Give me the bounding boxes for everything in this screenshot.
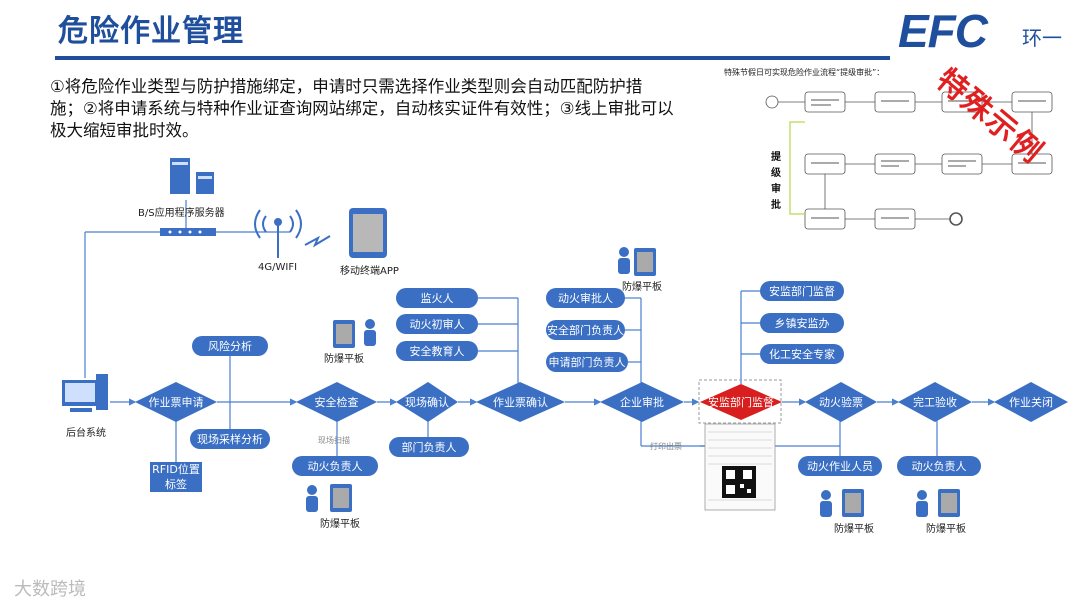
print-label: 打印出票 <box>650 442 682 451</box>
diamond-close <box>994 382 1068 422</box>
wireless-signal-icon <box>304 235 331 248</box>
person-tablet-icon-2 <box>618 247 656 276</box>
diamond-ticket-confirm <box>476 382 565 422</box>
desktop-icon <box>62 374 108 412</box>
fire-lead-node-2[interactable]: 动火负责人 <box>897 456 981 476</box>
person-tablet-icon-5 <box>916 489 960 517</box>
safety-dept-lead-node[interactable]: 安全部门负责人 <box>546 320 625 340</box>
fire-lead-node-1[interactable]: 动火负责人 <box>292 456 378 476</box>
side-char: 提 <box>771 152 781 163</box>
server-icon <box>170 158 214 194</box>
fire-worker-node[interactable]: 动火作业人员 <box>798 456 882 476</box>
description-text: ①将危险作业类型与防护措施绑定，申请时只需选择作业类型则会自动匹配防护措施；②将… <box>50 77 674 140</box>
antenna-icon <box>254 209 302 258</box>
scan-label: 现场扫描 <box>318 436 350 445</box>
title-divider <box>55 56 890 60</box>
person-tablet-icon-3 <box>306 484 352 512</box>
sampling-analysis-node[interactable]: 现场采样分析 <box>190 429 270 449</box>
work-ticket-document <box>704 423 776 511</box>
chemical-expert-node[interactable]: 化工安全专家 <box>760 344 844 364</box>
diamond-fire-inspect <box>805 382 877 422</box>
mobile-app-label: 移动终端APP <box>340 266 399 277</box>
diamond-site-confirm <box>396 382 458 422</box>
diamond-safety-check <box>296 382 377 422</box>
side-char: 批 <box>771 200 781 211</box>
step-close[interactable]: 作业关闭 <box>1009 396 1053 409</box>
server-label: B/S应用程序服务器 <box>138 208 225 219</box>
fire-approver-node[interactable]: 动火审批人 <box>546 288 625 308</box>
inset-title: 特殊节假日可实现危险作业流程“提级审批”： <box>724 68 885 77</box>
step-safety-check[interactable]: 安全检查 <box>314 396 359 409</box>
diamond-completion <box>898 382 972 422</box>
diamond-safety-supervision <box>700 384 782 420</box>
safety-educator-node[interactable]: 安全教育人 <box>396 341 478 361</box>
page-title: 危险作业管理 <box>58 14 244 49</box>
tablet-label-4: 防爆平板 <box>834 524 874 535</box>
fire-initial-reviewer-node[interactable]: 动火初审人 <box>396 314 478 334</box>
apply-dept-lead-node[interactable]: 申请部门负责人 <box>546 352 628 372</box>
safety-supervision-dept-node[interactable]: 安监部门监督 <box>760 281 844 301</box>
logo-subtext: 环一 <box>1022 26 1062 50</box>
tablet-icon <box>349 208 387 258</box>
tablet-label-3: 防爆平板 <box>320 519 360 530</box>
step-enterprise-approve[interactable]: 企业审批 <box>620 396 664 409</box>
step-site-confirm[interactable]: 现场确认 <box>405 396 449 409</box>
side-char: 审 <box>771 184 781 195</box>
escalation-side-label: 提 级 审 批 <box>771 150 783 214</box>
town-safety-office-node[interactable]: 乡镇安监办 <box>760 313 844 333</box>
step-apply[interactable]: 作业票申请 <box>148 396 204 409</box>
escalation-process-inset <box>765 91 1053 230</box>
tablet-label-1: 防爆平板 <box>324 354 364 365</box>
switch-icon <box>160 228 216 236</box>
diamond-enterprise-approve <box>600 382 684 422</box>
dept-lead-node[interactable]: 部门负责人 <box>389 437 469 457</box>
network-label: 4G/WIFI <box>258 262 298 273</box>
person-tablet-icon-1 <box>333 319 376 348</box>
person-tablet-icon-4 <box>820 489 864 517</box>
side-char: 级 <box>771 168 781 179</box>
diamond-apply <box>135 382 217 422</box>
risk-analysis-node[interactable]: 风险分析 <box>192 336 268 356</box>
step-completion[interactable]: 完工验收 <box>913 396 957 409</box>
backend-label: 后台系统 <box>66 428 106 439</box>
tablet-label-2: 防爆平板 <box>622 282 662 293</box>
efc-logo: EFC <box>898 5 988 57</box>
tablet-label-5: 防爆平板 <box>926 524 966 535</box>
rfid-tag-node[interactable]: RFID位置 标签 <box>150 462 202 492</box>
step-fire-inspect[interactable]: 动火验票 <box>819 396 863 409</box>
step-ticket-confirm[interactable]: 作业票确认 <box>493 396 548 409</box>
watermark: 大数跨境 <box>14 579 86 600</box>
step-safety-supervision[interactable]: 安监部门监督 <box>708 396 774 409</box>
fire-watcher-node[interactable]: 监火人 <box>396 288 478 308</box>
highlight-frame <box>698 379 782 424</box>
